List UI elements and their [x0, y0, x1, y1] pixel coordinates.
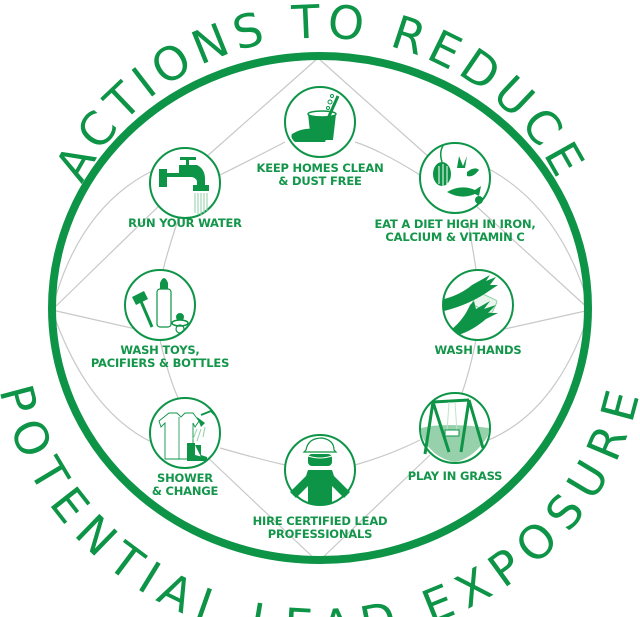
label-run-water: RUN YOUR WATER — [128, 217, 242, 230]
label-play-in-grass: PLAY IN GRASS — [407, 469, 503, 483]
shirt-shower-boots-icon — [149, 397, 221, 469]
label-keep-homes-clean: KEEP HOMES CLEAN & DUST FREE — [257, 162, 384, 187]
label-hire-professionals: HIRE CERTIFIED LEAD PROFESSIONALS — [253, 515, 388, 540]
label-wash-toys: WASH TOYS, PACIFIERS & BOTTLES — [90, 343, 230, 370]
connector-lines — [51, 57, 591, 563]
label-line-1: RUN YOUR WATER — [128, 216, 242, 230]
label-line-2: & CHANGE — [151, 483, 219, 498]
label-line-1: HIRE CERTIFIED LEAD — [252, 514, 388, 528]
healthy-food-icon — [419, 142, 491, 214]
label-wash-hands: WASH HANDS — [435, 344, 522, 357]
label-line-1: WASH TOYS, — [120, 343, 200, 357]
label-line-1: SHOWER — [157, 471, 213, 485]
toys-bottle-pacifier-icon — [124, 269, 196, 341]
label-line-2: & DUST FREE — [278, 173, 362, 188]
swing-set-icon — [419, 392, 491, 464]
label-line-1: PLAY IN GRASS — [407, 469, 503, 483]
label-line-2: PACIFIERS & BOTTLES — [90, 355, 230, 370]
hands-soap-icon — [442, 269, 514, 341]
label-line-1: WASH HANDS — [434, 343, 522, 357]
label-line-2: PROFESSIONALS — [267, 526, 373, 541]
worker-hardhat-icon — [284, 434, 356, 506]
mop-bucket-icon — [284, 86, 356, 158]
outer-ring — [48, 52, 592, 564]
label-line-2: CALCIUM & VITAMIN C — [385, 229, 525, 244]
label-shower-change: SHOWER & CHANGE — [151, 471, 219, 498]
label-line-1: KEEP HOMES CLEAN — [256, 161, 384, 175]
label-eat-diet: EAT A DIET HIGH IN IRON, CALCIUM & VITAM… — [374, 218, 535, 243]
faucet-icon — [149, 147, 221, 219]
label-line-1: EAT A DIET HIGH IN IRON, — [374, 217, 536, 231]
